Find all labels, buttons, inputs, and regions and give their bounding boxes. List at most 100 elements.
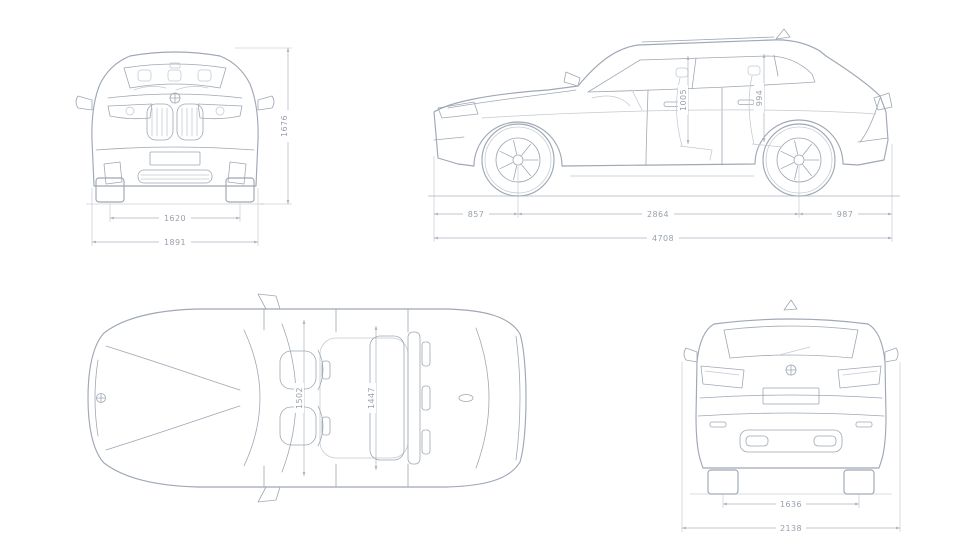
dim-rear-overhang-label: 987 [837,210,853,219]
exhaust-right [813,435,837,447]
hood-contour-bottom [105,405,241,451]
headlight-right-lens [215,106,225,116]
exhaust-left [745,435,769,447]
door-seam-front [645,89,649,166]
dim-rear-track: 1636 [776,498,806,509]
rear-window-arc [475,327,490,469]
bmw-roundel-icon [96,393,106,403]
reflector-left [709,421,727,428]
rear-headrest-left [421,341,431,367]
door-handle-rear [737,99,755,105]
shark-fin-antenna-icon [783,299,798,311]
dim-headroom-front-label: 1005 [679,89,688,111]
mirror-left [683,347,698,363]
dim-front-height: 1676 [278,110,289,142]
side-mirror-right [257,95,275,111]
rear-bumper-line [697,412,885,417]
b-pillar [691,57,697,90]
dim-width-mirrors-label: 2138 [780,524,802,533]
headlight-right [197,103,243,120]
front-edge-line [94,359,99,437]
dim-headroom-front: 1005 [678,85,688,115]
intake-mesh [140,174,210,180]
headlight-left [107,103,153,120]
rear-bumper-crease [857,137,889,143]
front-seat [676,77,713,161]
windshield [123,63,227,89]
taillight-right-detail [842,370,878,376]
rear-left-tire [707,469,739,495]
hood-cut-line [447,89,577,109]
c-pillar-divider [773,54,779,77]
rear-window [723,325,859,359]
roof-rails [641,36,775,43]
mirror-right [884,347,899,363]
rear-body-outline [695,318,887,469]
glasshouse [587,55,816,93]
dim-front-height-label: 1676 [280,115,289,137]
steering-wheel [631,89,643,111]
dim-front-width-label: 1891 [164,238,186,247]
front-right-tire [225,177,255,203]
bmw-roundel-icon [785,364,797,376]
rear-headrest-right [421,429,431,455]
dim-front-overhang-label: 857 [468,210,484,219]
dim-interior-width-rear: 1447 [366,383,376,413]
windshield-top-arc [281,323,297,473]
taillight-left [700,365,745,389]
diffuser [739,429,843,453]
dim-headroom-rear-label: 994 [755,90,764,106]
rearview-mirror [169,62,181,69]
passenger-seat [279,405,331,447]
license-plate [149,151,201,166]
rear-wiper [778,346,811,356]
kidney-grille-right [176,103,204,141]
rear-view: 1636 2138 [681,299,901,533]
mirror-top [257,293,281,310]
side-intake-left [103,161,123,185]
wiper-left [133,86,167,91]
dim-length: 4708 [647,232,679,243]
front-seat-headrest [675,67,689,78]
dim-width-mirrors: 2138 [776,522,806,533]
headlight-side [437,101,479,119]
bmw-roundel-icon [169,92,181,104]
headlight-left-lens [125,106,135,116]
character-line [481,109,877,119]
driver-seat [279,349,331,391]
dim-front-track: 1620 [159,212,191,223]
headrest-left [137,69,152,82]
headrest-right [197,69,212,82]
top-view: 1502 1447 [87,293,527,503]
dim-interior-width-rear-label: 1447 [367,387,376,409]
dashboard [591,95,631,107]
dim-wheelbase-label: 2864 [647,210,669,219]
taillight-left-detail [704,370,740,376]
mirror-bottom [257,486,281,503]
wiper-right [175,86,209,91]
side-intake-right [227,161,247,185]
tailgate-crease [699,394,883,399]
side-view: 1005 994 857 2864 987 4708 [428,28,900,243]
dim-wheelbase: 2864 [642,208,674,219]
sunroof [319,337,409,459]
rear-headrest-center [421,385,431,411]
dim-front-track-label: 1620 [164,214,186,223]
reflector-right [855,421,873,428]
dim-interior-width-front-label: 1502 [295,387,304,409]
side-mirror [563,71,581,87]
front-bumper-crease [433,136,465,141]
tailgate-arc [515,335,521,461]
top-body-outline [87,308,527,488]
air-intake [137,169,213,184]
headrest-center [167,69,182,82]
dim-rear-track-label: 1636 [780,500,802,509]
antenna-fin-top [458,394,474,402]
dim-rear-overhang: 987 [832,208,858,219]
hatch-edge [859,97,881,143]
hood-contour-top [105,345,241,391]
front-view: 1676 1620 1891 [75,47,292,247]
front-left-tire [95,177,125,203]
dim-front-width: 1891 [159,236,191,247]
